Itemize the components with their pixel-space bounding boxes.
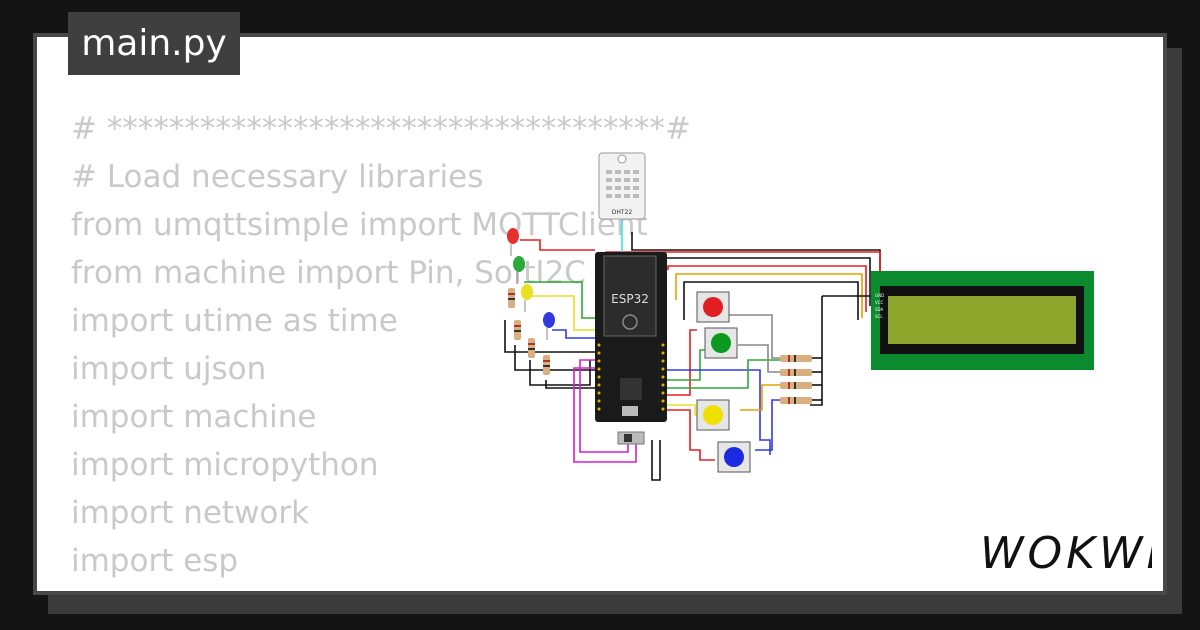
wokwi-logo: WOKWI (980, 528, 1152, 579)
resistor[interactable] (528, 338, 535, 358)
resistor[interactable] (514, 320, 521, 340)
wire (665, 359, 780, 389)
resistor[interactable] (780, 369, 812, 376)
wire (532, 295, 595, 331)
code-line-4: from machine import Pin, SoftI2C (71, 255, 586, 291)
dht22-label: DHT22 (612, 209, 633, 216)
wire (514, 345, 595, 371)
code-line-6: import ujson (71, 351, 267, 387)
wire (520, 239, 595, 251)
wire (579, 359, 629, 453)
pushbutton-yellow[interactable] (696, 399, 730, 431)
lcd-display[interactable]: GND VCC SDA SCL (871, 271, 1094, 370)
wire (667, 265, 867, 312)
wire (573, 367, 637, 463)
wire (665, 329, 697, 396)
wire (665, 349, 705, 381)
file-tab[interactable]: main.py (68, 12, 240, 75)
wire (729, 314, 780, 359)
esp32-label: ESP32 (611, 292, 649, 306)
led-yellow[interactable] (521, 284, 533, 312)
slide-switch[interactable] (617, 431, 645, 445)
resistor[interactable] (780, 382, 812, 389)
led-blue[interactable] (543, 312, 555, 340)
wire (738, 344, 780, 373)
code-line-9: import network (71, 495, 310, 531)
wire (740, 384, 780, 411)
wire (665, 409, 715, 461)
code-line-10: import esp (71, 543, 239, 579)
lcd-pin-scl: SCL (875, 314, 883, 319)
code-preview: # ************************************# #… (71, 105, 691, 591)
pushbutton-green[interactable] (704, 327, 738, 359)
wire (651, 440, 661, 481)
pushbutton-blue[interactable] (717, 441, 751, 473)
resistor[interactable] (543, 355, 550, 375)
wokwi-logo-text: WOKWI (980, 528, 1152, 579)
code-line-2: # Load necessary libraries (71, 159, 484, 195)
wire (524, 281, 595, 319)
wire (552, 329, 595, 339)
code-line-8: import micropython (71, 447, 379, 483)
resistor[interactable] (780, 397, 812, 404)
wire (810, 296, 823, 406)
wire (529, 360, 591, 386)
wire (504, 320, 595, 353)
lcd-pin-vcc: VCC (875, 300, 884, 305)
resistor[interactable] (780, 355, 812, 362)
wire (683, 281, 859, 320)
wires (504, 220, 881, 481)
resistor[interactable] (508, 288, 515, 308)
code-line-1: # ************************************# (71, 111, 691, 147)
lcd-pin-gnd: GND (875, 293, 884, 298)
lcd-pin-sda: SDA (875, 307, 884, 312)
esp32-board[interactable]: ESP32 (595, 252, 667, 422)
dht22-sensor[interactable]: DHT22 (598, 152, 646, 220)
pushbutton-red[interactable] (696, 291, 730, 323)
code-line-5: import utime as time (71, 303, 398, 339)
wire (755, 399, 780, 451)
wire (665, 369, 771, 455)
code-line-7: import machine (71, 399, 317, 435)
led-red[interactable] (507, 228, 519, 256)
wire (545, 380, 600, 389)
led-green[interactable] (513, 256, 525, 284)
